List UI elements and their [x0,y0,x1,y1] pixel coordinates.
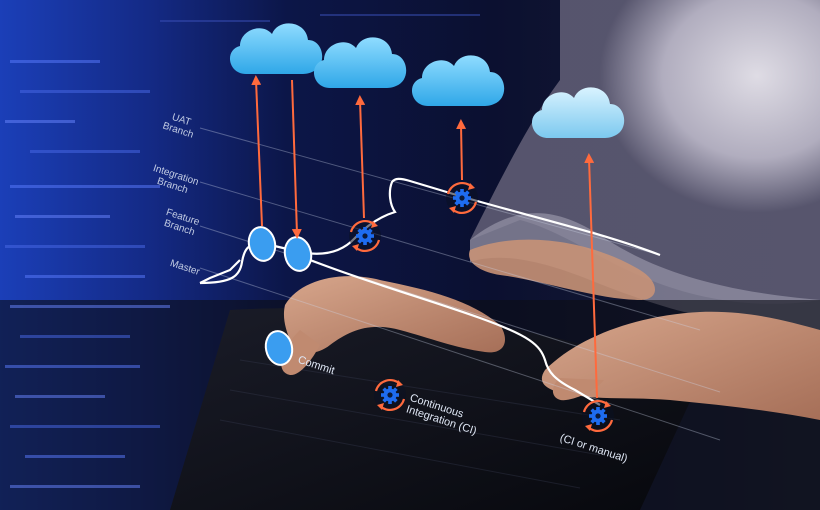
master-branch-line [299,254,601,406]
arrow-icon [291,79,302,239]
arrow-icon [456,119,467,181]
arrow-icon [251,75,263,227]
integration-branch-line [199,177,661,285]
deploy-arrows [251,75,598,399]
commit-node-icon [247,226,277,262]
gear-icon [349,220,381,252]
gear-icon [582,400,614,432]
arrow-icon [355,95,366,219]
commit-node-icon [264,330,294,366]
gear-icon [374,379,406,411]
arrow-icon [584,153,598,399]
gear-icon [446,182,478,214]
